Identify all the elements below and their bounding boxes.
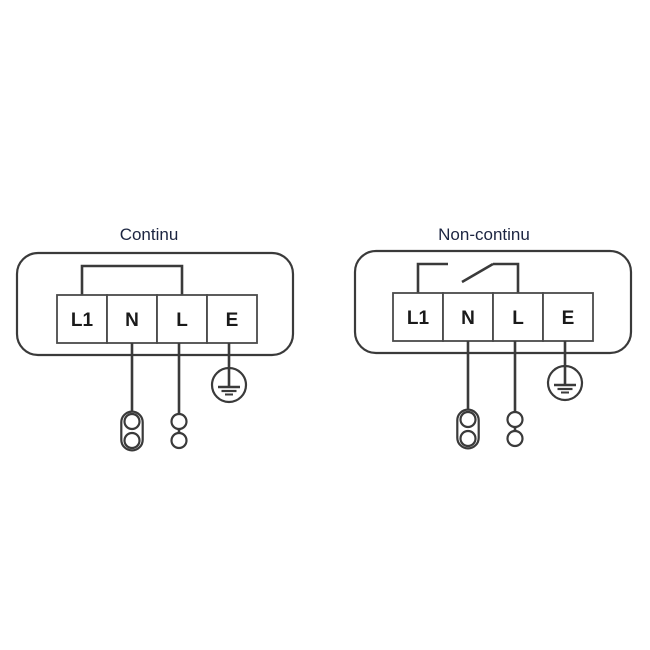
connector-circle-neutral-top xyxy=(459,410,477,429)
connector-circle-neutral-bottom xyxy=(459,429,477,448)
diagram-non-continu: Non-continu L1 N L E xyxy=(353,225,633,450)
terminal-cell-l xyxy=(156,294,208,344)
terminal-drop-wires-non-continu xyxy=(466,341,567,412)
terminal-label-l1: L1 xyxy=(71,310,94,331)
diagram-title-continu: Continu xyxy=(120,225,179,244)
terminal-cell-l1 xyxy=(56,294,108,344)
bridge-wire-continu xyxy=(80,264,184,295)
terminal-cell-l1 xyxy=(392,292,444,342)
earth-ground-symbol-continu xyxy=(210,366,248,404)
terminal-label-n: N xyxy=(125,310,139,331)
terminal-label-l: L xyxy=(512,308,524,329)
terminal-cell-l xyxy=(492,292,544,342)
connector-circle-neutral-bottom xyxy=(123,431,141,450)
terminal-label-e: E xyxy=(562,308,575,329)
bridge-wire-non-continu xyxy=(416,262,520,293)
terminal-label-e: E xyxy=(226,310,239,331)
diagram-title-non-continu: Non-continu xyxy=(438,225,530,244)
terminal-labels-continu: L1 N L E xyxy=(71,310,238,331)
terminal-drop-wires-continu xyxy=(130,343,231,414)
wire-connectors-non-continu xyxy=(456,408,524,450)
earth-ground-symbol-non-continu xyxy=(546,364,584,402)
wire-connectors-continu xyxy=(120,410,188,452)
terminal-label-n: N xyxy=(461,308,475,329)
terminal-labels-non-continu: L1 N L E xyxy=(407,308,574,329)
terminal-label-l: L xyxy=(176,310,188,331)
terminal-cell-n xyxy=(442,292,494,342)
terminal-cell-e xyxy=(206,294,258,344)
connector-circle-live-bottom xyxy=(170,431,188,450)
terminal-cell-e xyxy=(542,292,594,342)
connector-circle-live-top xyxy=(170,412,188,431)
connector-circle-neutral-top xyxy=(123,412,141,431)
terminal-block-continu xyxy=(56,294,258,344)
terminal-label-l1: L1 xyxy=(407,308,430,329)
connector-circle-live-top xyxy=(506,410,524,429)
open-switch-blade-icon xyxy=(461,262,494,284)
diagram-continu: Continu L1 N L E xyxy=(15,225,295,452)
terminal-block-non-continu xyxy=(392,292,594,342)
connector-circle-live-bottom xyxy=(506,429,524,448)
